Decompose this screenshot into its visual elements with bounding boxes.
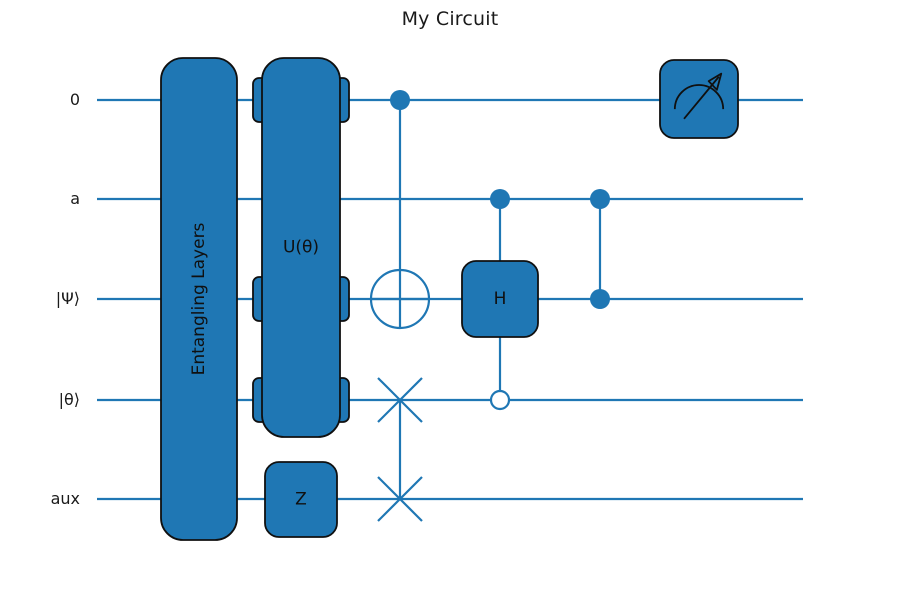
gate-ch-open-body[interactable] — [461, 260, 539, 338]
measure-needle-icon — [683, 76, 720, 120]
wire-label-3: |θ⟩ — [58, 390, 80, 409]
gate-measure[interactable] — [659, 59, 739, 139]
swap-x-mark-0-b[interactable] — [377, 377, 423, 423]
control-closed-dot-0[interactable] — [490, 189, 510, 209]
control-open-dot-1[interactable] — [489, 389, 511, 411]
gate-cz[interactable] — [590, 189, 610, 309]
cz-closed-dot-1[interactable] — [590, 289, 610, 309]
wire-label-2: |Ψ⟩ — [55, 289, 80, 308]
gate-entangling-layers-body[interactable] — [160, 57, 238, 541]
gate-u-theta-body[interactable] — [261, 57, 341, 438]
measure-arrowhead-icon — [707, 72, 723, 91]
cnot-control-dot[interactable] — [390, 90, 410, 110]
wire-label-0: 0 — [69, 90, 80, 109]
wire-label-1: a — [70, 189, 80, 208]
gate-measure-body[interactable] — [659, 59, 739, 139]
swap-x-mark-1-b[interactable] — [377, 476, 423, 522]
gate-swap[interactable] — [377, 377, 423, 522]
gate-cnot[interactable] — [369, 90, 431, 330]
gate-entangling-layers-label: Entangling Layers — [189, 222, 209, 375]
gates-layer: Entangling Layers U(θ) Z H — [160, 57, 739, 541]
gate-z-gate-label: Z — [295, 490, 307, 510]
gate-entangling-layers[interactable]: Entangling Layers — [160, 57, 238, 541]
gate-u-theta-label: U(θ) — [283, 238, 319, 258]
gate-z-gate-body[interactable] — [264, 461, 338, 538]
gate-u-theta[interactable]: U(θ) — [252, 57, 350, 438]
cz-closed-dot-0[interactable] — [590, 189, 610, 209]
page-title: My Circuit — [401, 8, 499, 30]
gate-ch-open[interactable]: H — [461, 189, 539, 411]
wire-label-4: aux — [50, 489, 80, 508]
gate-ch-open-label: H — [494, 289, 507, 309]
gate-z-gate[interactable]: Z — [264, 461, 338, 538]
measure-arc-icon — [673, 84, 725, 110]
